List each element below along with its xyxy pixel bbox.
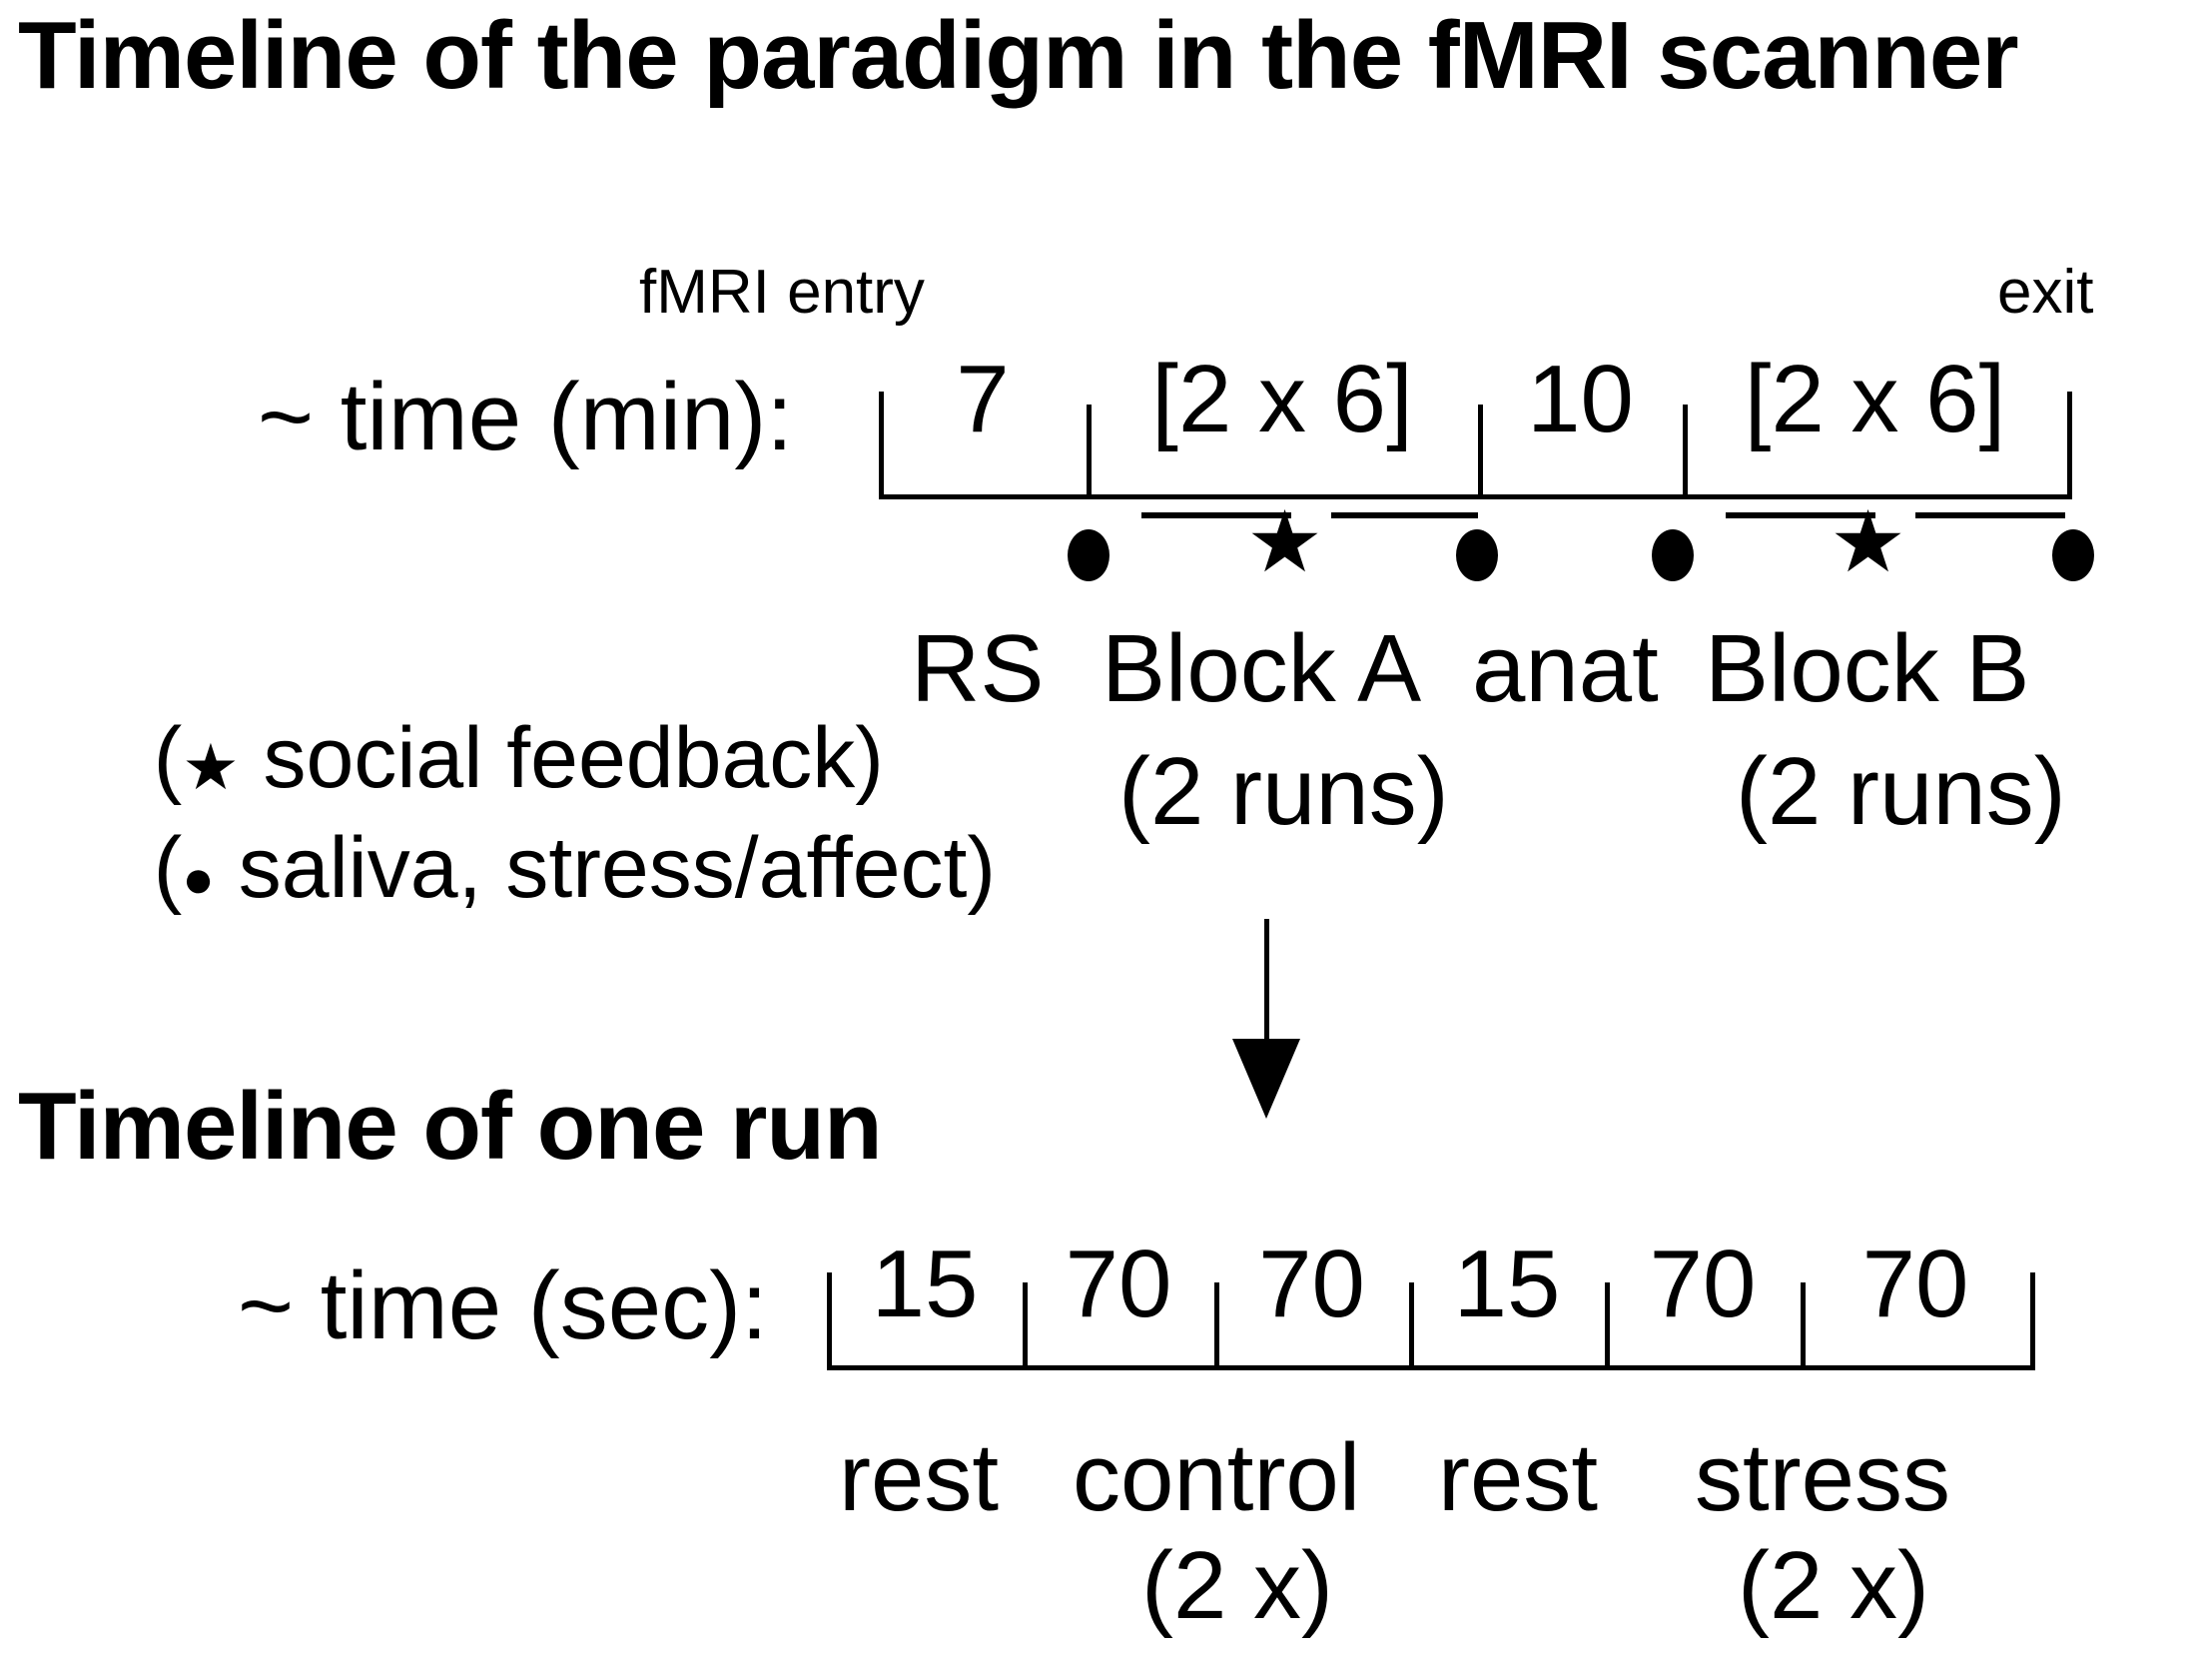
scanner-segment-duration-block-a: [2 x 6] (1151, 346, 1413, 452)
fmri-entry-label: fMRI entry (639, 258, 925, 327)
saliva-dot-icon-2 (1456, 529, 1498, 581)
bracket-tick-start (879, 392, 884, 499)
run-segment-duration-2: 70 (1065, 1231, 1172, 1337)
scanner-time-axis-label: ~ time (min): (258, 364, 794, 470)
scanner-segment-duration-block-b: [2 x 6] (1744, 346, 2006, 452)
run-segment-duration-1: 15 (871, 1231, 979, 1337)
run-bracket-tick-start (827, 1272, 832, 1370)
run-label-control: control (1073, 1424, 1361, 1531)
run-timeline-bracket (827, 1270, 2035, 1370)
run-bracket-tick-2 (1214, 1282, 1219, 1370)
flow-arrow-head (1232, 1039, 1300, 1119)
run-label-rest-2: rest (1438, 1424, 1599, 1531)
scanner-timeline-bracket (879, 390, 2072, 499)
scanner-segment-duration-rs: 7 (956, 346, 1010, 452)
dot-icon: ● (182, 849, 215, 909)
block-a-run1-bar (1141, 512, 1291, 518)
scanner-segment-name-block-a: Block A (1102, 615, 1422, 722)
saliva-dot-icon-3 (1652, 529, 1694, 581)
figure-title-bottom: Timeline of one run (18, 1073, 883, 1180)
run-bracket-tick-3 (1409, 1282, 1414, 1370)
flow-arrow-shaft (1264, 919, 1269, 1054)
bracket-tick-1 (1087, 405, 1092, 499)
run-bracket-baseline (827, 1365, 2035, 1370)
scanner-segment-duration-anat: 10 (1527, 346, 1634, 452)
run-label-rest-1: rest (839, 1424, 1000, 1531)
scanner-segment-name-block-b: Block B (1705, 615, 2030, 722)
run-segment-duration-3: 70 (1258, 1231, 1365, 1337)
social-feedback-star-icon-1: ★ (1246, 494, 1324, 590)
scanner-segment-runs-block-a: (2 runs) (1118, 738, 1449, 845)
bracket-tick-2 (1478, 405, 1483, 499)
run-label-stress: stress (1695, 1424, 1951, 1531)
block-a-run2-bar (1331, 512, 1478, 518)
bracket-baseline (879, 494, 2072, 499)
run-bracket-tick-5 (1801, 1282, 1806, 1370)
legend-paren-open-star: ( (153, 710, 183, 806)
run-bracket-tick-1 (1023, 1282, 1028, 1370)
block-b-run1-bar (1726, 512, 1875, 518)
legend-social-feedback: (★ social feedback) (58, 629, 884, 887)
legend-saliva: (● saliva, stress/affect) (58, 739, 997, 997)
legend-saliva-text: saliva, stress/affect) (214, 820, 997, 916)
legend-paren-open-dot: ( (153, 820, 183, 916)
bracket-tick-end (2067, 392, 2072, 499)
scanner-segment-runs-block-b: (2 runs) (1736, 738, 2066, 845)
scanner-segment-name-anat: anat (1472, 615, 1659, 722)
scanner-segment-name-rs: RS (911, 615, 1045, 722)
social-feedback-star-icon-2: ★ (1830, 494, 1907, 590)
run-repeat-stress: (2 x) (1738, 1532, 1929, 1639)
run-segment-duration-4: 15 (1453, 1231, 1561, 1337)
run-bracket-tick-4 (1605, 1282, 1610, 1370)
saliva-dot-icon-4 (2052, 529, 2094, 581)
fmri-exit-label: exit (1997, 258, 2094, 327)
run-repeat-control: (2 x) (1141, 1532, 1333, 1639)
run-bracket-tick-end (2030, 1272, 2035, 1370)
bracket-tick-3 (1683, 405, 1688, 499)
run-segment-duration-5: 70 (1649, 1231, 1757, 1337)
star-icon: ★ (182, 731, 240, 803)
run-time-axis-label: ~ time (sec): (238, 1252, 768, 1359)
block-b-run2-bar (1915, 512, 2065, 518)
figure-title-top: Timeline of the paradigm in the fMRI sca… (18, 2, 2019, 109)
legend-social-feedback-text: social feedback) (239, 710, 884, 806)
run-segment-duration-6: 70 (1861, 1231, 1969, 1337)
saliva-dot-icon-1 (1068, 529, 1109, 581)
